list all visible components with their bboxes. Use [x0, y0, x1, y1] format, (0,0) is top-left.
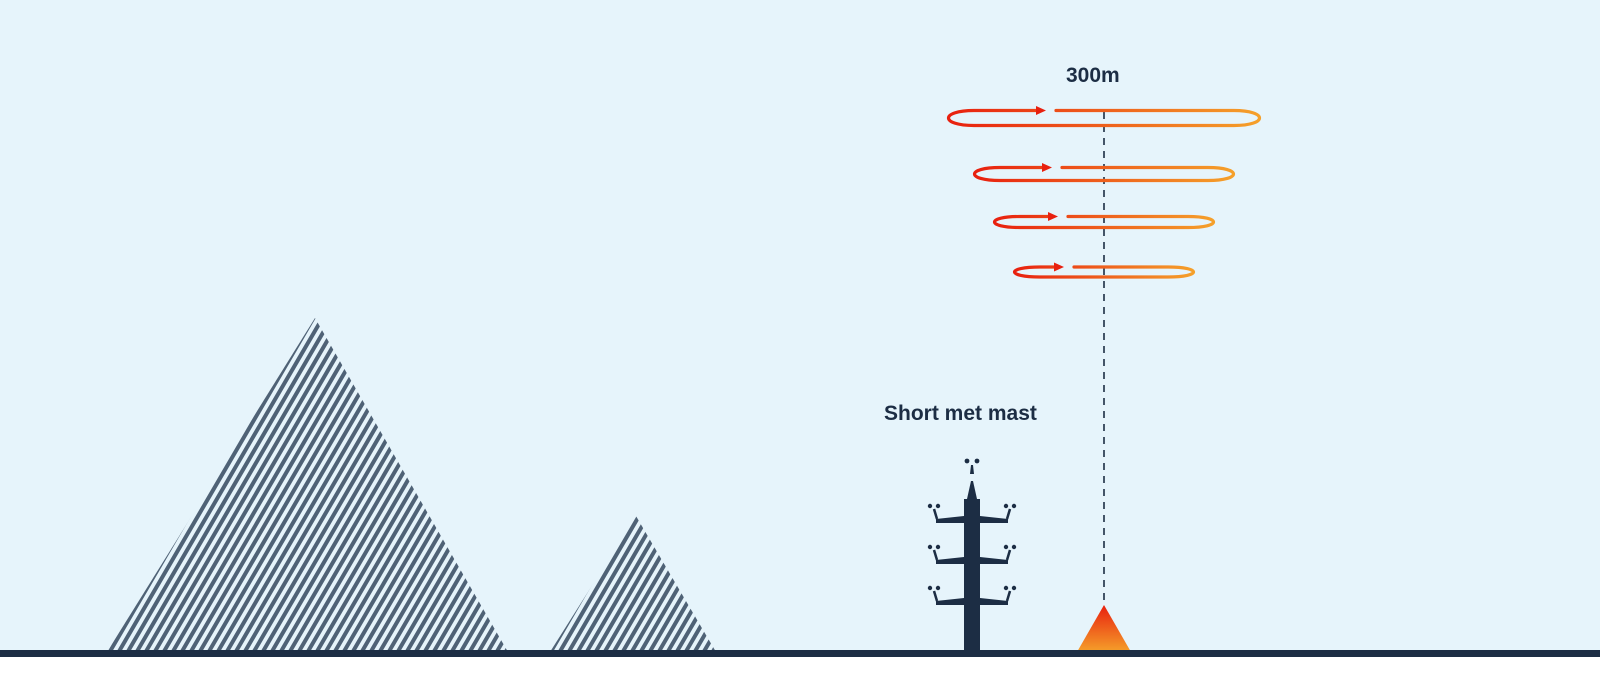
wind-direction-arrow-icon [1054, 262, 1064, 272]
met-mast-icon [927, 458, 1017, 652]
wind-loops [946, 106, 1262, 279]
wind-loop-icon [973, 163, 1235, 183]
wind-loop-icon [993, 212, 1215, 230]
ground-line [0, 650, 1600, 657]
wind-direction-arrow-icon [1042, 163, 1052, 172]
wind-loop-icon [946, 106, 1262, 128]
wind-direction-arrow-icon [1048, 212, 1058, 221]
wind-loop-icon [1013, 262, 1195, 279]
lidar-sensor-icon [1077, 605, 1131, 652]
wind-direction-arrow-icon [1036, 106, 1046, 115]
sky-background [0, 0, 1600, 652]
mast-label: Short met mast [884, 402, 1037, 425]
height-label: 300m [1066, 64, 1120, 87]
